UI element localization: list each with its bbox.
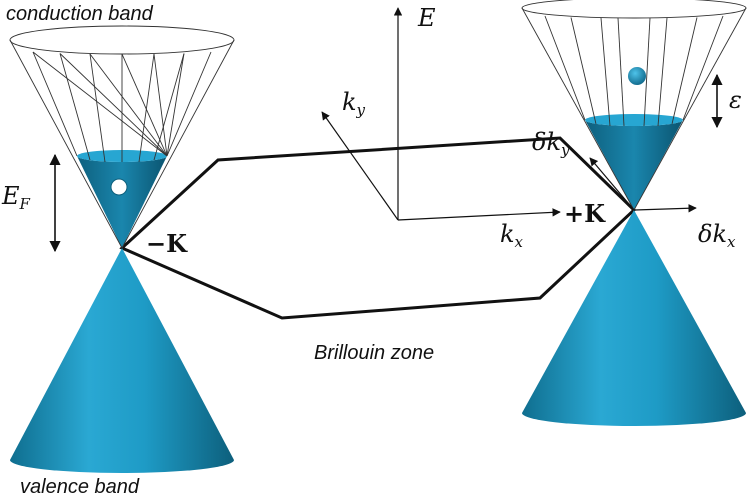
delta-ky-axis-line xyxy=(589,157,635,211)
delta-kx-label: δkx xyxy=(698,220,736,251)
right-dirac-cone xyxy=(521,0,747,426)
delta-kx-axis-line xyxy=(633,204,697,213)
left-conduction-wireframe xyxy=(9,25,235,249)
local-k-axes xyxy=(589,157,697,213)
fermi-energy-label: EF xyxy=(2,182,30,213)
right-conduction-wireframe xyxy=(521,0,747,211)
electron-ball xyxy=(628,67,646,85)
left-valence-cone xyxy=(10,248,234,473)
right-valence-cone xyxy=(522,210,746,426)
kx-axis-label: kx xyxy=(500,220,524,251)
minus-k-label: −K xyxy=(146,229,187,258)
ky-axis-line xyxy=(321,111,399,221)
hole-circle xyxy=(110,178,128,196)
k-space-axes xyxy=(321,7,561,221)
energy-axis-label: E xyxy=(418,4,436,32)
epsilon-label: ε xyxy=(729,86,742,114)
left-dirac-cone xyxy=(9,25,235,473)
ky-axis-label: ky xyxy=(342,88,366,119)
right-filled-conduction xyxy=(585,120,683,210)
brillouin-zone-hexagon xyxy=(119,136,637,320)
kx-axis-line xyxy=(397,208,561,221)
delta-ky-label: δky xyxy=(532,128,570,159)
plus-k-label: +K xyxy=(564,199,605,228)
left-filled-conduction xyxy=(77,156,167,248)
brillouin-zone-label: Brillouin zone xyxy=(314,342,435,364)
conduction-band-label: conduction band xyxy=(6,3,153,25)
valence-band-label: valence band xyxy=(20,476,139,498)
